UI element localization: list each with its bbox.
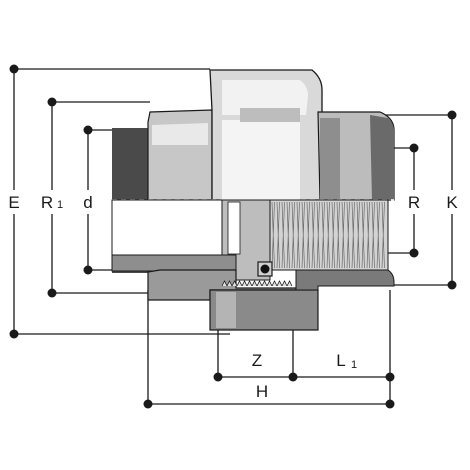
label-R: R <box>408 193 420 212</box>
thread-tooth <box>246 280 253 287</box>
thread-tooth <box>371 201 375 269</box>
thread-tooth <box>231 280 238 287</box>
thread-tooth <box>321 201 325 269</box>
dim-dot <box>143 399 153 409</box>
thread-tooth <box>361 201 365 269</box>
o-ring <box>260 264 270 274</box>
thread-tooth <box>236 280 243 287</box>
label-R1-subscript: 1 <box>57 199 63 211</box>
dim-dot <box>385 399 395 409</box>
union-fitting <box>111 69 395 331</box>
dim-dot <box>47 97 57 107</box>
label-d: d <box>83 193 92 212</box>
bore-lower-left <box>111 199 223 256</box>
dimension-labels: E R 1 d R K Z L 1 H <box>4 190 462 401</box>
label-Z: Z <box>252 351 262 370</box>
external-threads <box>221 280 293 287</box>
dim-dot <box>47 288 57 298</box>
label-R1: R <box>41 193 53 212</box>
label-L1-subscript: 1 <box>351 359 357 371</box>
thread-tooth <box>281 201 285 269</box>
label-knockout <box>79 190 97 214</box>
label-knockout <box>4 190 24 214</box>
thread-tooth <box>346 201 350 269</box>
thread-tooth <box>326 201 330 269</box>
thread-tooth <box>356 201 360 269</box>
seat-gap <box>227 201 241 255</box>
thread-tooth <box>331 201 335 269</box>
left-insert-highlight <box>152 123 208 145</box>
thread-tooth <box>261 280 268 287</box>
union-nut-face-front <box>222 120 300 200</box>
union-nut-face-top <box>222 80 308 115</box>
label-E: E <box>8 193 19 212</box>
thread-tooth <box>291 201 295 269</box>
dim-dot <box>83 265 93 275</box>
label-knockout <box>404 190 424 214</box>
dim-dot <box>9 64 19 74</box>
dim-dot <box>409 248 419 258</box>
thread-tooth <box>366 201 370 269</box>
dim-dot <box>409 143 419 153</box>
thread-tooth <box>376 201 380 269</box>
dim-dot <box>213 372 223 382</box>
pipe-wall-lower <box>111 254 238 272</box>
thread-tooth <box>351 201 355 269</box>
thread-tooth <box>256 280 263 287</box>
thread-tooth <box>341 201 345 269</box>
thread-tooth <box>316 201 320 269</box>
label-K: K <box>446 193 458 212</box>
thread-tooth <box>306 201 310 269</box>
thread-tooth <box>301 201 305 269</box>
dim-dot <box>447 280 457 290</box>
thread-tooth <box>336 201 340 269</box>
thread-tooth <box>221 280 228 287</box>
label-L1: L <box>336 351 345 370</box>
label-H: H <box>256 382 268 401</box>
thread-tooth <box>276 201 280 269</box>
thread-tooth <box>226 280 233 287</box>
internal-threads <box>271 201 385 269</box>
label-knockout <box>40 190 66 214</box>
label-knockout <box>442 190 462 214</box>
threaded-body-edge <box>370 115 394 200</box>
union-nut-lower-face <box>216 292 236 328</box>
union-nut-shadow <box>240 108 300 122</box>
thread-tooth <box>311 201 315 269</box>
threaded-body-groove <box>320 118 340 200</box>
thread-tooth <box>381 201 385 269</box>
union-nut-lower <box>209 289 319 331</box>
thread-tooth <box>276 280 283 287</box>
thread-tooth <box>281 280 288 287</box>
dim-dot <box>288 372 298 382</box>
thread-tooth <box>271 280 278 287</box>
thread-tooth <box>266 280 273 287</box>
thread-tooth <box>286 280 293 287</box>
thread-tooth <box>286 201 290 269</box>
thread-tooth <box>241 280 248 287</box>
dim-dot <box>447 110 457 120</box>
dim-dot <box>9 329 19 339</box>
dim-dot <box>83 125 93 135</box>
thread-tooth <box>251 280 258 287</box>
threaded-body-lower <box>295 269 395 291</box>
dim-dot <box>385 372 395 382</box>
thread-tooth <box>296 201 300 269</box>
thread-tooth <box>271 201 275 269</box>
